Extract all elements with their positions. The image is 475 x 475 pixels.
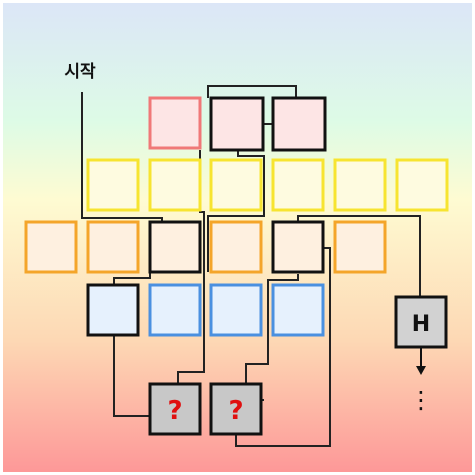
box-r4c4: [271, 283, 325, 337]
line-r4c1-q1: [113, 336, 150, 417]
question-1-label: ?: [167, 396, 182, 426]
box-r1c3: [271, 96, 327, 152]
line-r3c5-q2: [245, 274, 299, 384]
box-r2c6: [395, 158, 449, 212]
h-arrow-head: [416, 366, 426, 375]
line-r3c5-right: [235, 247, 331, 447]
box-r3c5: [271, 220, 325, 274]
connection-lines: [81, 85, 421, 447]
ellipsis: ⋮: [409, 386, 433, 414]
start-label: 시작: [64, 62, 96, 82]
box-r2c2: [148, 158, 202, 212]
box-r3c4: [209, 220, 263, 274]
box-r2c5: [333, 158, 387, 212]
line-r3c5-loop: [297, 215, 421, 296]
h-label: H: [412, 312, 430, 337]
box-r4c2: [148, 283, 202, 337]
box-r2c4: [271, 158, 325, 212]
box-r1c2: [209, 96, 265, 152]
start-line: [81, 92, 163, 222]
line-top-loop: [207, 85, 297, 98]
line-r3c3-r4c2: [113, 272, 151, 285]
box-r3c3: [148, 220, 202, 274]
line-r1c2-down: [207, 150, 265, 272]
box-r2c3: [209, 158, 263, 212]
box-r4c1: [86, 283, 140, 337]
box-r4c3: [209, 283, 263, 337]
box-r3c6: [333, 220, 387, 274]
box-r2c1: [86, 158, 140, 212]
box-r1c1: [148, 96, 202, 150]
box-question-1: [148, 382, 202, 436]
box-question-2: [209, 382, 263, 436]
question-2-label: ?: [228, 396, 243, 426]
box-r3c2: [86, 220, 140, 274]
box-r3c1: [24, 220, 78, 274]
